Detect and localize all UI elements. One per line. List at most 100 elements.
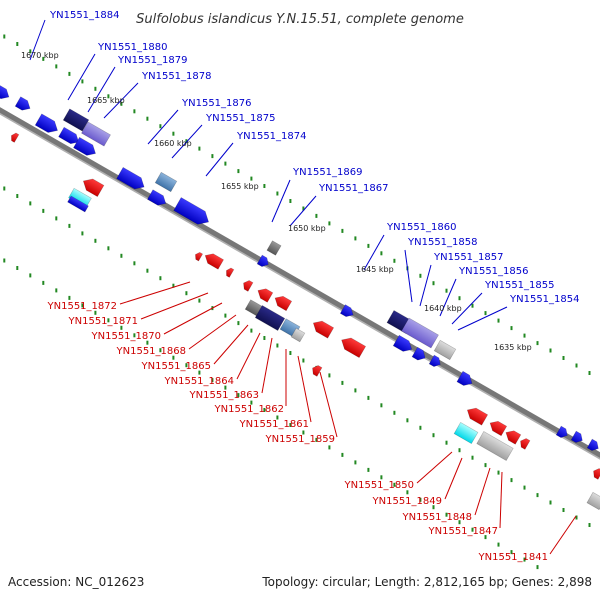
reverse-gene-feature[interactable] bbox=[202, 251, 224, 270]
forward-gene-feature[interactable] bbox=[570, 430, 585, 445]
forward-gene-feature[interactable] bbox=[456, 370, 475, 388]
forward-gene-feature[interactable] bbox=[428, 354, 443, 369]
reverse-gene-feature[interactable] bbox=[241, 279, 254, 292]
forward-gene-feature[interactable] bbox=[0, 83, 12, 102]
leader-line bbox=[29, 19, 46, 61]
reverse-gene-label[interactable]: YN1551_1864 bbox=[164, 376, 235, 387]
forward-gene-feature[interactable] bbox=[73, 136, 98, 158]
reverse-gene-feature[interactable] bbox=[591, 467, 600, 480]
track-dot bbox=[94, 86, 97, 91]
reverse-gene-feature[interactable] bbox=[310, 318, 335, 339]
reverse-gene-label[interactable]: YN1551_1859 bbox=[265, 434, 336, 445]
forward-gene-feature[interactable] bbox=[154, 171, 178, 193]
reverse-gene-label[interactable]: YN1551_1868 bbox=[116, 346, 187, 357]
forward-gene-label[interactable]: YN1551_1874 bbox=[236, 131, 307, 142]
forward-gene-feature[interactable] bbox=[116, 166, 148, 192]
leader-line bbox=[549, 515, 577, 555]
reverse-gene-feature[interactable] bbox=[338, 334, 367, 359]
forward-gene-feature[interactable] bbox=[62, 108, 90, 132]
track-dot bbox=[549, 500, 552, 505]
forward-gene-label[interactable]: YN1551_1879 bbox=[117, 55, 188, 66]
reverse-gene-label[interactable]: YN1551_1841 bbox=[478, 552, 549, 563]
forward-gene-label[interactable]: YN1551_1867 bbox=[318, 183, 389, 194]
forward-gene-label[interactable]: YN1551_1880 bbox=[97, 42, 168, 53]
reverse-gene-feature[interactable] bbox=[254, 305, 286, 331]
reverse-gene-feature[interactable] bbox=[255, 286, 274, 303]
forward-gene-label[interactable]: YN1551_1856 bbox=[458, 266, 529, 277]
reverse-gene-feature[interactable] bbox=[586, 491, 600, 511]
forward-gene-label[interactable]: YN1551_1876 bbox=[181, 98, 252, 109]
forward-gene-label[interactable]: YN1551_1884 bbox=[49, 10, 120, 21]
forward-gene-label[interactable]: YN1551_1854 bbox=[509, 294, 580, 305]
forward-gene-label[interactable]: YN1551_1875 bbox=[205, 113, 276, 124]
forward-gene-label[interactable]: YN1551_1878 bbox=[141, 71, 212, 82]
track-dot bbox=[419, 425, 422, 430]
forward-gene-label[interactable]: YN1551_1855 bbox=[484, 280, 555, 291]
track-dot bbox=[445, 512, 448, 517]
reverse-gene-feature[interactable] bbox=[453, 421, 479, 445]
forward-gene-feature[interactable] bbox=[411, 346, 428, 363]
track-dot bbox=[588, 371, 591, 375]
reverse-gene-feature[interactable] bbox=[487, 418, 508, 437]
track-dot bbox=[159, 124, 162, 129]
reverse-gene-label[interactable]: YN1551_1872 bbox=[47, 301, 118, 312]
track-dot bbox=[16, 42, 19, 46]
forward-gene-label[interactable]: YN1551_1869 bbox=[292, 167, 363, 178]
reverse-gene-feature[interactable] bbox=[80, 175, 105, 198]
track-dot bbox=[419, 273, 422, 278]
reverse-gene-feature[interactable] bbox=[272, 293, 293, 312]
forward-gene-feature[interactable] bbox=[433, 339, 457, 361]
reverse-gene-feature[interactable] bbox=[503, 428, 522, 445]
track-dot bbox=[289, 351, 292, 355]
track-dot bbox=[328, 373, 331, 378]
track-dot bbox=[42, 56, 45, 61]
reverse-gene-feature[interactable] bbox=[67, 195, 89, 213]
forward-gene-feature[interactable] bbox=[173, 197, 213, 229]
forward-gene-label[interactable]: YN1551_1858 bbox=[407, 237, 478, 248]
reverse-gene-label[interactable]: YN1551_1850 bbox=[344, 480, 415, 491]
reverse-gene-label[interactable]: YN1551_1849 bbox=[372, 496, 443, 507]
forward-gene-feature[interactable] bbox=[555, 425, 570, 440]
forward-gene-feature[interactable] bbox=[34, 113, 61, 136]
reverse-gene-label[interactable]: YN1551_1862 bbox=[214, 404, 285, 415]
forward-gene-label[interactable]: YN1551_1857 bbox=[433, 252, 504, 263]
track-dot bbox=[224, 313, 227, 318]
leader-line bbox=[261, 337, 273, 394]
reverse-gene-feature[interactable] bbox=[9, 132, 20, 143]
forward-gene-feature[interactable] bbox=[266, 240, 282, 256]
forward-gene-feature[interactable] bbox=[147, 189, 168, 209]
leader-line bbox=[416, 451, 453, 484]
forward-gene-feature[interactable] bbox=[586, 438, 600, 453]
track-dot bbox=[68, 71, 71, 76]
forward-gene-feature[interactable] bbox=[14, 96, 33, 114]
reverse-gene-label[interactable]: YN1551_1847 bbox=[428, 526, 499, 537]
reverse-gene-label[interactable]: YN1551_1870 bbox=[91, 331, 162, 342]
reverse-gene-feature[interactable] bbox=[464, 405, 489, 426]
forward-gene-feature[interactable] bbox=[392, 334, 415, 354]
forward-gene-feature[interactable] bbox=[81, 121, 111, 147]
reverse-gene-label[interactable]: YN1551_1865 bbox=[141, 361, 212, 372]
track-dot bbox=[575, 363, 578, 368]
reverse-gene-feature[interactable] bbox=[290, 327, 306, 343]
forward-gene-label[interactable]: YN1551_1860 bbox=[386, 222, 457, 233]
reverse-gene-feature[interactable] bbox=[193, 251, 204, 262]
reverse-gene-feature[interactable] bbox=[224, 267, 235, 278]
forward-gene-feature[interactable] bbox=[58, 126, 82, 147]
forward-gene-feature[interactable] bbox=[401, 317, 439, 349]
track-dot bbox=[458, 448, 461, 453]
track-dot bbox=[16, 266, 19, 270]
reverse-gene-label[interactable]: YN1551_1848 bbox=[402, 512, 473, 523]
reverse-gene-feature[interactable] bbox=[310, 364, 323, 377]
reverse-gene-label[interactable]: YN1551_1861 bbox=[239, 419, 310, 430]
reverse-gene-feature[interactable] bbox=[518, 437, 531, 450]
forward-gene-feature[interactable] bbox=[256, 254, 271, 269]
reverse-gene-label[interactable]: YN1551_1871 bbox=[68, 316, 139, 327]
track-dot bbox=[185, 363, 188, 368]
leader-line bbox=[103, 82, 139, 119]
leader-line bbox=[499, 471, 503, 529]
track-dot bbox=[380, 403, 383, 408]
reverse-gene-label[interactable]: YN1551_1863 bbox=[189, 390, 260, 401]
forward-gene-feature[interactable] bbox=[339, 304, 355, 320]
track-dot bbox=[198, 298, 201, 303]
reverse-gene-feature[interactable] bbox=[476, 431, 514, 461]
